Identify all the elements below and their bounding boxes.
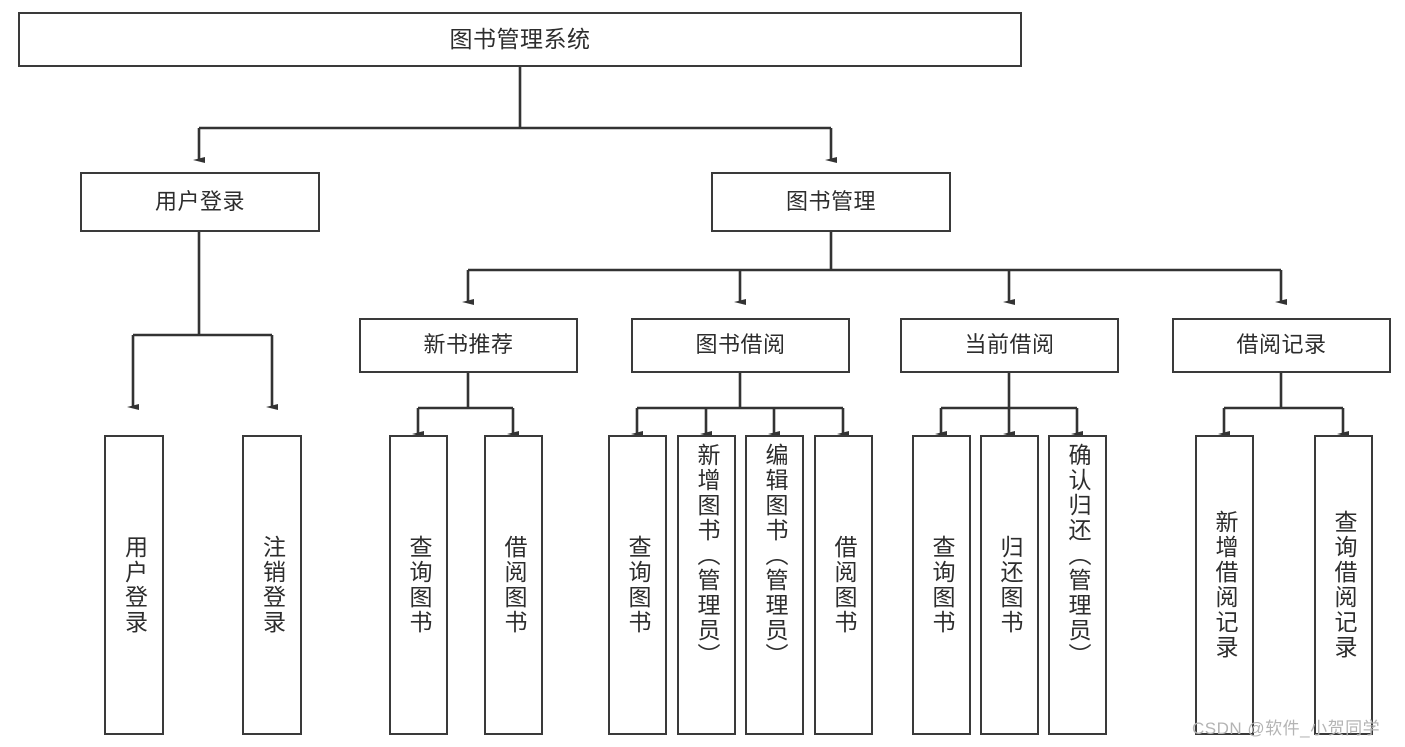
node-label: 确认归还（管理员） <box>1065 443 1091 668</box>
leaf-add-borrow-record[interactable]: 新增借阅记录 <box>1195 435 1254 735</box>
node-label: 新增借阅记录 <box>1212 510 1238 660</box>
node-label: 当前借阅 <box>964 332 1055 358</box>
node-label: 编辑图书（管理员） <box>762 443 788 668</box>
node-label: 用户登录 <box>154 188 245 214</box>
node-label: 图书管理系统 <box>449 25 591 52</box>
leaf-query-book-new[interactable]: 查询图书 <box>389 435 448 735</box>
node-borrow-record[interactable]: 借阅记录 <box>1172 318 1391 373</box>
node-label: 借阅图书 <box>831 535 857 635</box>
leaf-edit-book-admin[interactable]: 编辑图书（管理员） <box>745 435 804 735</box>
node-label: 查询图书 <box>406 535 432 635</box>
node-new-book-recommend[interactable]: 新书推荐 <box>359 318 578 373</box>
leaf-add-book-admin[interactable]: 新增图书（管理员） <box>677 435 736 735</box>
node-label: 新增图书（管理员） <box>694 443 720 668</box>
leaf-borrow-book-new[interactable]: 借阅图书 <box>484 435 543 735</box>
leaf-borrow-book[interactable]: 借阅图书 <box>814 435 873 735</box>
node-label: 图书借阅 <box>695 332 786 358</box>
node-label: 注销登录 <box>259 535 286 635</box>
leaf-return-book[interactable]: 归还图书 <box>980 435 1039 735</box>
leaf-user-login[interactable]: 用户登录 <box>104 435 164 735</box>
leaf-logout[interactable]: 注销登录 <box>242 435 302 735</box>
leaf-query-book-current[interactable]: 查询图书 <box>912 435 971 735</box>
node-root-system[interactable]: 图书管理系统 <box>18 12 1022 67</box>
node-label: 新书推荐 <box>423 332 514 358</box>
node-label: 查询图书 <box>625 535 651 635</box>
leaf-confirm-return-admin[interactable]: 确认归还（管理员） <box>1048 435 1107 735</box>
leaf-query-borrow-record[interactable]: 查询借阅记录 <box>1314 435 1373 735</box>
node-label: 借阅图书 <box>501 535 527 635</box>
node-label: 用户登录 <box>121 535 148 635</box>
node-label: 借阅记录 <box>1236 332 1327 358</box>
node-current-borrow[interactable]: 当前借阅 <box>900 318 1119 373</box>
node-label: 查询图书 <box>929 535 955 635</box>
node-book-borrow[interactable]: 图书借阅 <box>631 318 850 373</box>
leaf-query-book-borrow[interactable]: 查询图书 <box>608 435 667 735</box>
node-label: 归还图书 <box>997 535 1023 635</box>
node-user-login[interactable]: 用户登录 <box>80 172 320 232</box>
node-label: 图书管理 <box>785 188 876 214</box>
node-book-management[interactable]: 图书管理 <box>711 172 951 232</box>
node-label: 查询借阅记录 <box>1331 510 1357 660</box>
